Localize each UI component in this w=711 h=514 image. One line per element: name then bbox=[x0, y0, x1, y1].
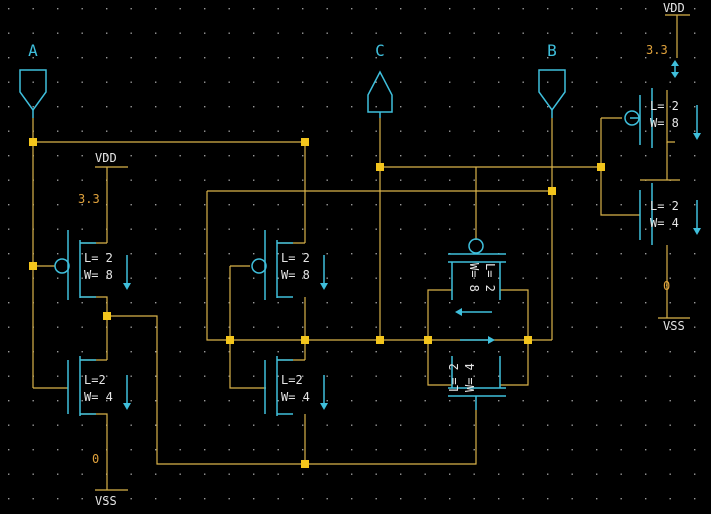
junctions bbox=[29, 138, 605, 468]
v0-left-label: 0 bbox=[92, 452, 99, 466]
vss-right-wire bbox=[658, 300, 690, 319]
tg-nmos-w: W= 4 bbox=[463, 363, 477, 392]
inv1-pmos-w: W= 8 bbox=[84, 268, 113, 282]
tg-pmos-l: L= 2 bbox=[483, 263, 497, 292]
device-symbols bbox=[54, 88, 653, 416]
pin-b[interactable] bbox=[538, 69, 566, 118]
pin-c-glyph: C bbox=[375, 41, 385, 60]
inv2-nmos-w: W= 4 bbox=[281, 390, 310, 404]
pin-c[interactable] bbox=[367, 70, 393, 118]
vss-left-label: VSS bbox=[95, 494, 117, 508]
inv2-pmos-w: W= 8 bbox=[281, 268, 310, 282]
inv2-pmos-l: L= 2 bbox=[281, 251, 310, 265]
v33-left-label: 3.3 bbox=[78, 192, 100, 206]
vdd-left-label: VDD bbox=[95, 151, 117, 165]
v33-right-label: 3.3 bbox=[646, 43, 668, 57]
current-arrows bbox=[123, 60, 701, 410]
vdd-right-label: VDD bbox=[663, 1, 685, 15]
pin-a-glyph: A bbox=[28, 41, 38, 60]
inv3-pmos-w: W= 8 bbox=[650, 116, 679, 130]
inv3-pmos-l: L= 2 bbox=[650, 99, 679, 113]
vss-right-label: VSS bbox=[663, 319, 685, 333]
tg-pmos-w: W= 8 bbox=[467, 263, 481, 292]
inv1-nmos-l: L=2 bbox=[84, 373, 106, 387]
inv2-nmos-l: L=2 bbox=[281, 373, 303, 387]
inv1-nmos-w: W= 4 bbox=[84, 390, 113, 404]
tg-nmos-l: L= 2 bbox=[447, 363, 461, 392]
inv1-pmos-l: L= 2 bbox=[84, 251, 113, 265]
inv3-nmos-l: L= 2 bbox=[650, 199, 679, 213]
inv3-nmos-w: W= 4 bbox=[650, 216, 679, 230]
pin-b-glyph: B bbox=[547, 41, 557, 60]
pin-a[interactable] bbox=[19, 69, 47, 118]
v0-right-label: 0 bbox=[663, 279, 670, 293]
